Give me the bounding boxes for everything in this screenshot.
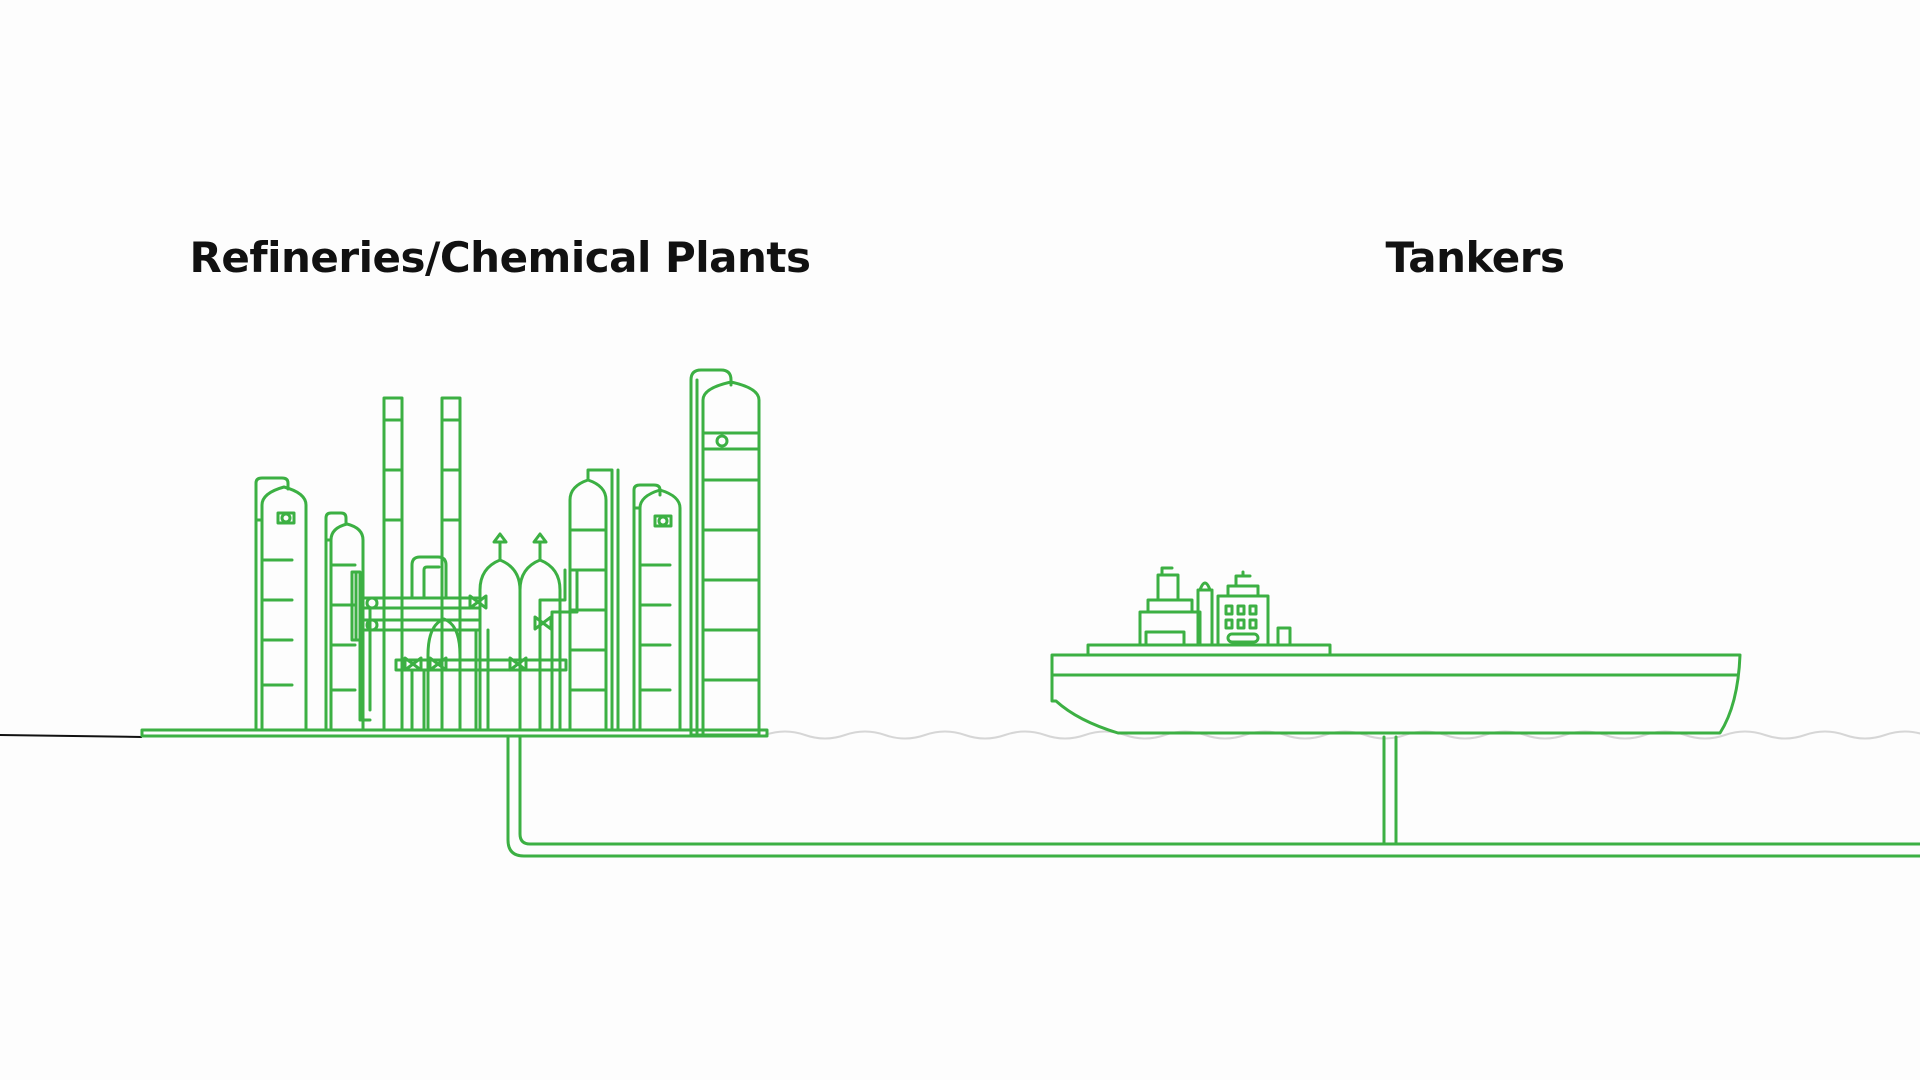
ground-line	[0, 734, 143, 738]
pipeline	[506, 735, 1920, 858]
tankers-label: Tankers	[1386, 233, 1565, 282]
refineries-label: Refineries/Chemical Plants	[190, 233, 811, 282]
tanker-ship-illustration	[1050, 566, 1742, 735]
refinery-illustration	[140, 368, 769, 738]
